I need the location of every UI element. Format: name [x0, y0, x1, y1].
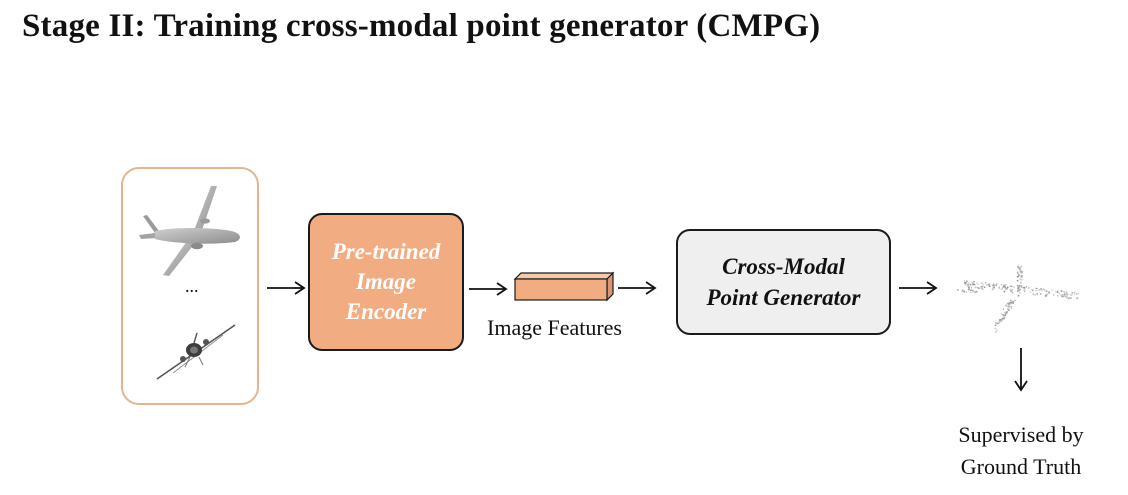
more-images-ellipsis: ... [185, 276, 199, 296]
generator-label-line1: Cross-Modal [722, 254, 845, 279]
supervision-line1: Supervised by [958, 422, 1084, 447]
arrow-down-icon [1014, 348, 1028, 392]
arrow-to-point-cloud-icon [899, 281, 938, 295]
arrow-to-generator-icon [618, 281, 657, 295]
input-images-panel: ... [121, 167, 259, 405]
encoder-label-line2: Image [355, 269, 417, 294]
supervision-line2: Ground Truth [960, 454, 1082, 479]
cross-modal-point-generator-box: Cross-Modal Point Generator [676, 229, 891, 335]
arrow-to-features-icon [469, 282, 508, 296]
encoder-label-line3: Encoder [345, 299, 427, 324]
generated-point-cloud-icon [957, 265, 1079, 333]
image-features-label: Image Features [487, 315, 622, 340]
generator-label-line2: Point Generator [706, 285, 861, 310]
arrow-to-encoder-icon [267, 281, 306, 295]
stage-title: Stage II: Training cross-modal point gen… [22, 8, 821, 44]
pretrained-image-encoder-box: Pre-trained Image Encoder [308, 213, 464, 351]
encoder-label-line1: Pre-trained [331, 239, 441, 264]
supervision-note: Supervised by Ground Truth [930, 419, 1112, 483]
airplane-render-front-icon [156, 324, 236, 380]
image-features-block-icon [513, 271, 615, 302]
airplane-render-top-icon [139, 186, 240, 276]
